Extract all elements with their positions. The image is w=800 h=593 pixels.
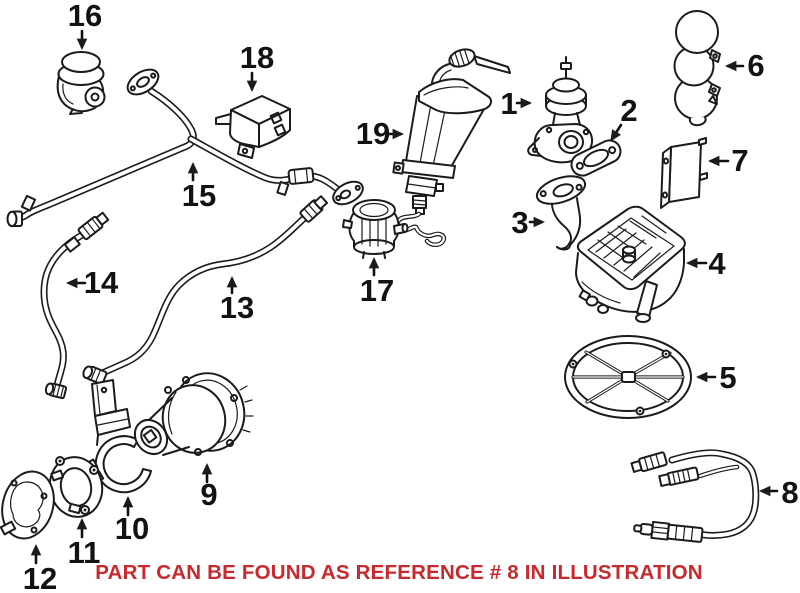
part-2-gasket-drawing	[570, 139, 622, 177]
callout-10: 10	[115, 496, 149, 546]
callout-2-arrow	[610, 123, 623, 142]
part-4-canister-drawing	[575, 205, 686, 323]
part-17-valve-drawing	[342, 199, 409, 259]
callout-14: 14	[66, 265, 119, 300]
callout-18: 18	[240, 40, 274, 92]
callout-8: 8	[759, 475, 799, 510]
callout-3-label: 3	[511, 205, 528, 240]
part-18-valve-drawing	[215, 95, 291, 159]
part-3-pipe-elbow-drawing	[535, 175, 587, 251]
callout-12-label: 12	[23, 561, 57, 593]
part-16-egr-valve-drawing	[56, 51, 106, 115]
callout-11: 11	[68, 518, 101, 570]
callout-17: 17	[360, 257, 394, 308]
callout-6-label: 6	[747, 48, 764, 83]
callout-15-label: 15	[182, 178, 216, 213]
part-11-ring-gasket-drawing	[48, 456, 104, 518]
part-1-egr-valve-drawing	[527, 56, 594, 164]
callout-12: 12	[23, 544, 57, 593]
callout-11-label: 11	[68, 535, 101, 570]
callout-4: 4	[686, 246, 726, 281]
callout-15: 15	[182, 162, 216, 213]
callout-14-label: 14	[84, 265, 119, 300]
callout-13-label: 13	[220, 290, 254, 325]
callout-7: 7	[708, 143, 749, 178]
callout-10-label: 10	[115, 511, 149, 546]
callout-8-label: 8	[781, 475, 798, 510]
part-9-air-pump-drawing	[133, 372, 254, 456]
callout-7-label: 7	[731, 143, 748, 178]
callout-16-label: 16	[68, 0, 102, 33]
part-5-cover-plate-drawing	[564, 335, 692, 419]
part-8-oxygen-sensor-drawing	[630, 449, 760, 543]
part-19-bracket-assembly-drawing	[392, 48, 511, 248]
part-7-bracket-drawing	[660, 137, 708, 209]
callout-1: 1	[500, 86, 532, 121]
callout-3: 3	[511, 205, 545, 240]
part-15-pipe-drawing	[6, 68, 364, 228]
callout-19: 19	[356, 116, 404, 151]
callout-2: 2	[610, 93, 638, 142]
callout-9: 9	[200, 463, 218, 512]
callout-6: 6	[725, 48, 765, 83]
callout-18-label: 18	[240, 40, 274, 75]
callout-2-label: 2	[620, 93, 637, 128]
callout-13: 13	[220, 276, 254, 325]
callout-5-label: 5	[719, 360, 736, 395]
part-6-vacuum-reservoir-drawing	[673, 10, 721, 127]
callout-16: 16	[68, 0, 102, 50]
callout-19-label: 19	[356, 116, 390, 151]
callout-17-label: 17	[360, 273, 394, 308]
callout-9-label: 9	[200, 477, 217, 512]
part-14-hose-drawing	[40, 211, 110, 400]
part-13-hose-drawing	[82, 195, 329, 385]
part-12-plate-gasket-drawing	[0, 470, 55, 540]
callout-1-label: 1	[500, 86, 517, 121]
callout-4-label: 4	[708, 246, 726, 281]
caption-text: PART CAN BE FOUND AS REFERENCE # 8 IN IL…	[95, 561, 703, 584]
callout-5: 5	[696, 360, 737, 395]
